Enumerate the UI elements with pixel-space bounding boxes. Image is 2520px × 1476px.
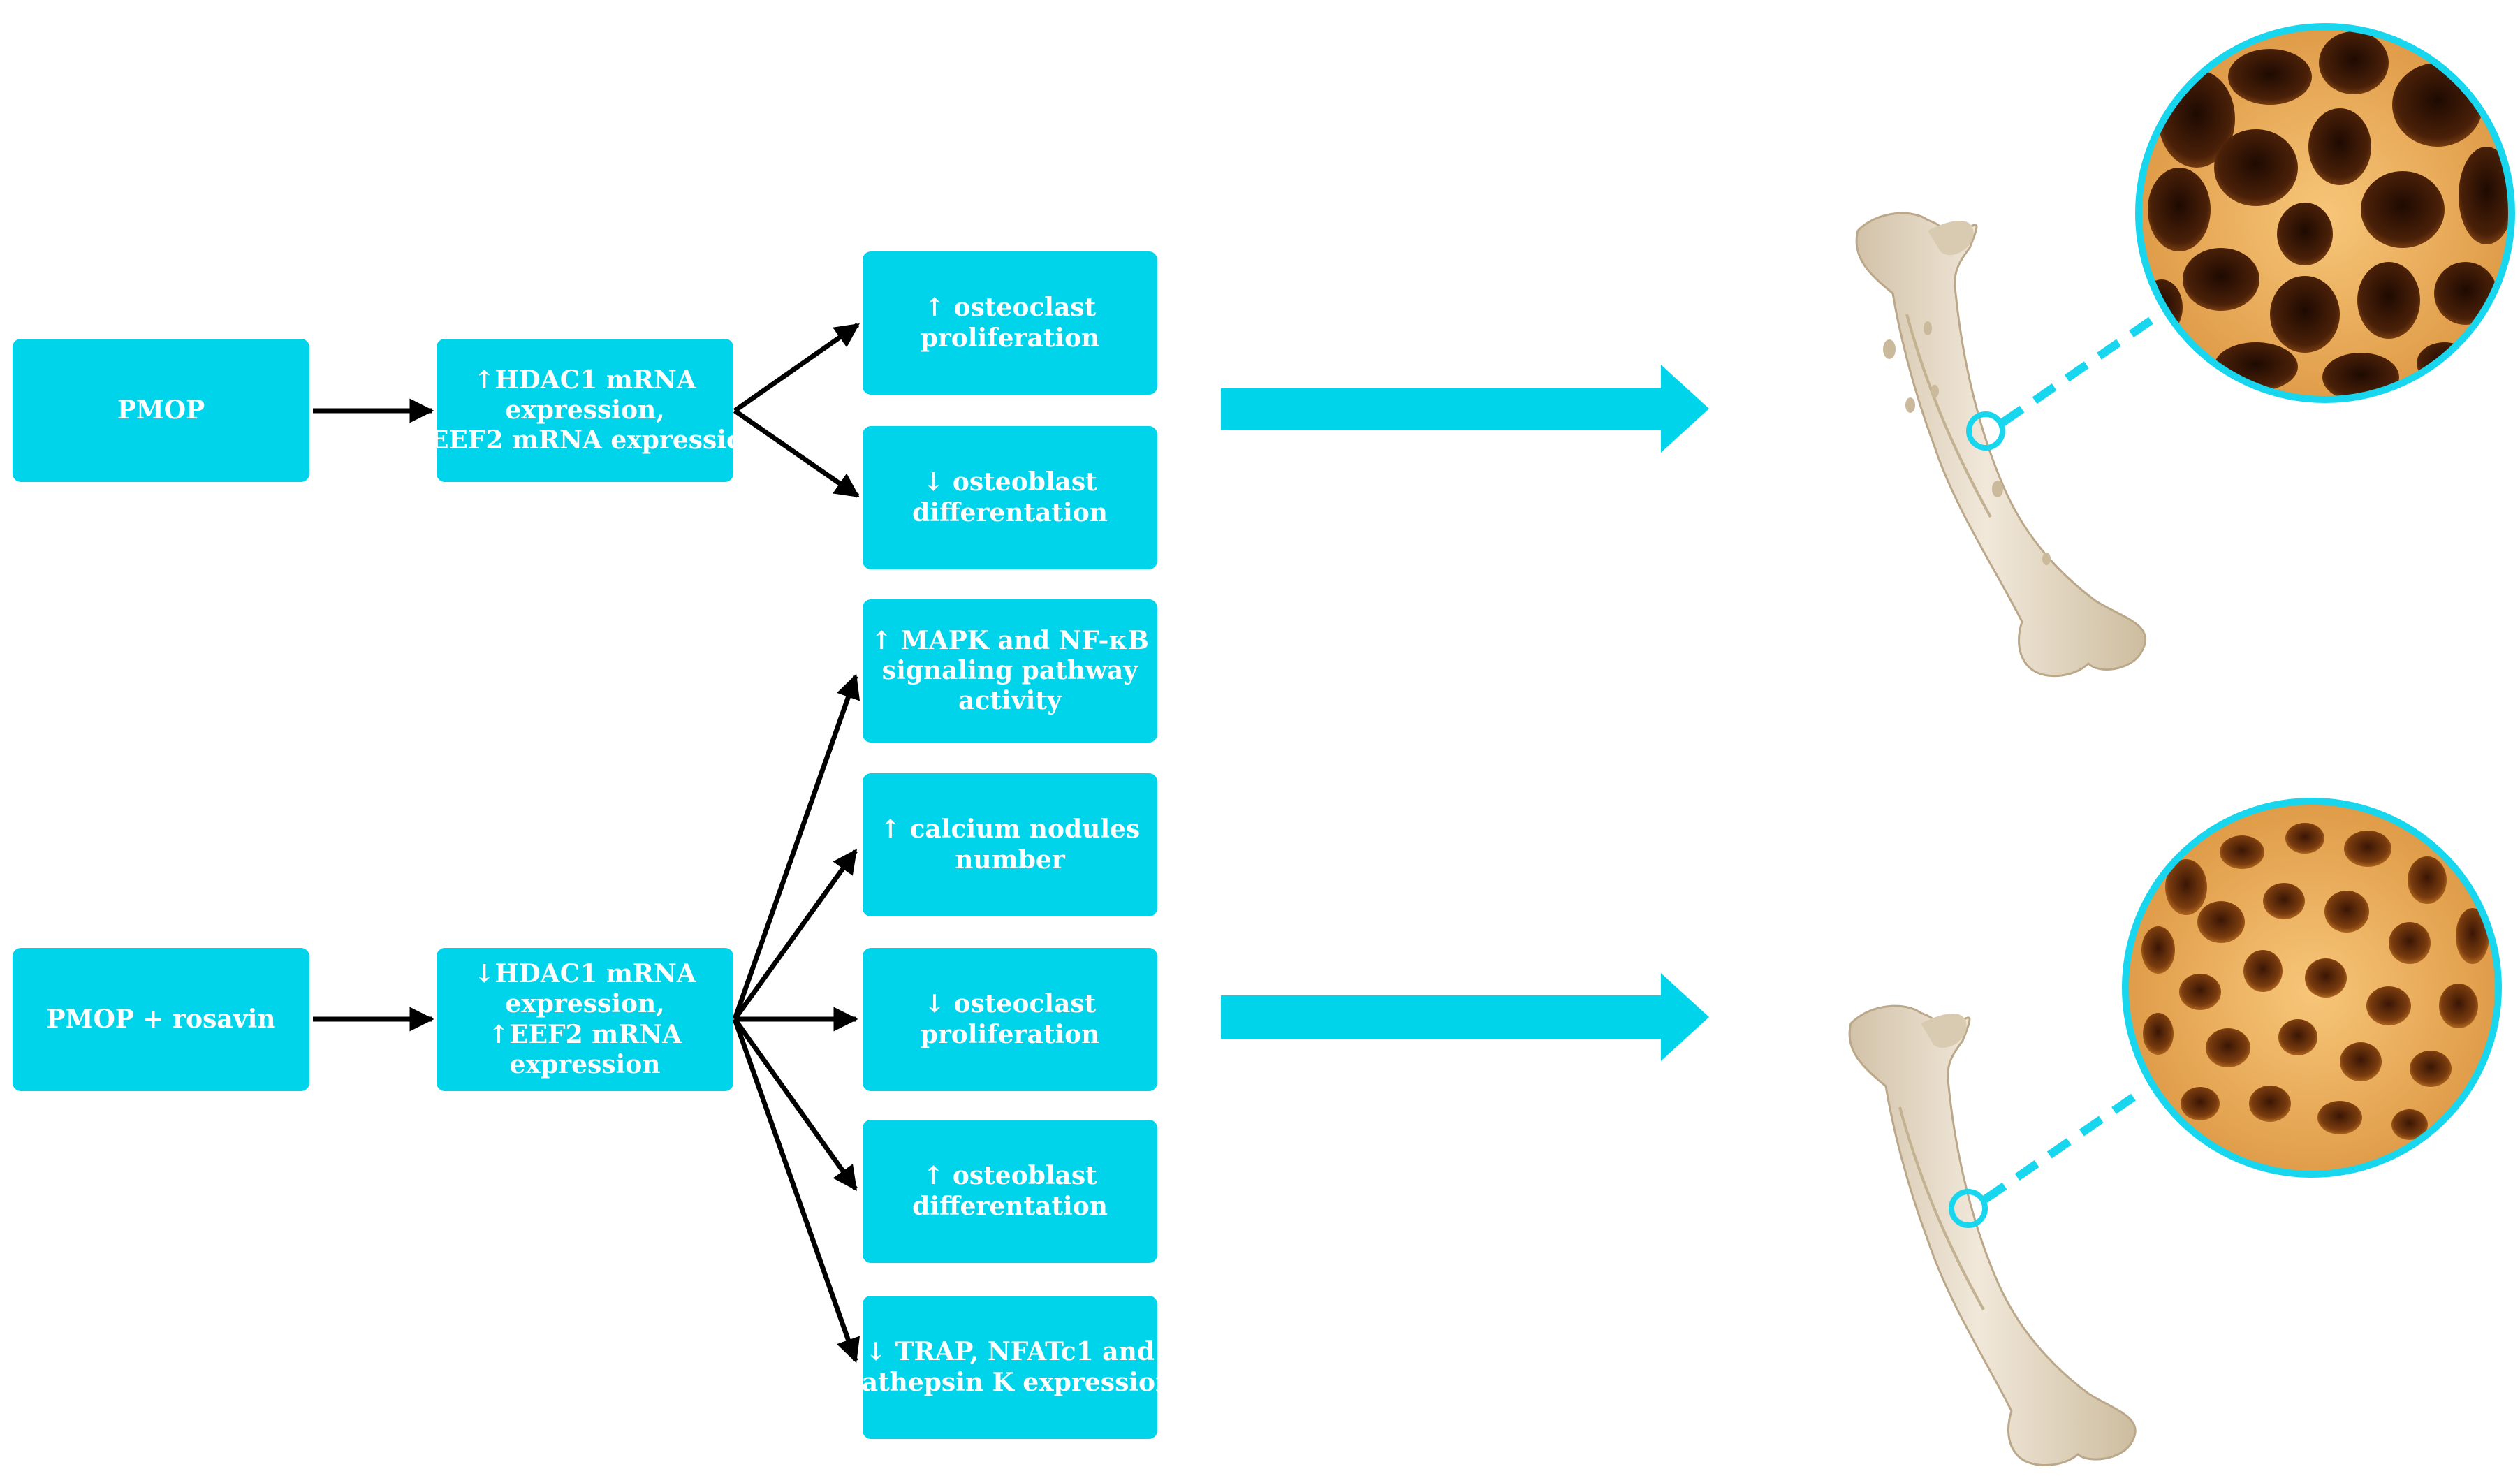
big-arrow-bottom — [1221, 973, 1709, 1061]
dense-bone-magnified-icon — [2122, 798, 2502, 1178]
outcome-line: ↑ osteoclast — [923, 293, 1097, 323]
mediator-line: ↑HDAC1 mRNA — [474, 365, 696, 395]
mediator-line: expression, — [505, 989, 665, 1019]
outcome-box-osteoclast-up: ↑ osteoclast proliferation — [863, 251, 1157, 395]
arrow-mediator-to-outcome-1a — [733, 323, 860, 413]
outcome-line: ↑ MAPK and NF-κB — [871, 625, 1149, 655]
outcome-line: cathepsin K expression — [846, 1367, 1174, 1397]
outcome-box-trap-nfatc1: ↓ TRAP, NFATc1 and cathepsin K expressio… — [847, 1296, 1173, 1439]
outcome-line: differentation — [912, 1191, 1108, 1221]
outcome-line: proliferation — [920, 323, 1100, 353]
outcome-line: ↓ TRAP, NFATc1 and — [865, 1337, 1155, 1367]
zoom-marker-top — [1966, 411, 2005, 451]
arrow-mediator-to-outcome-2d — [733, 1017, 858, 1191]
input-label: PMOP — [117, 395, 205, 425]
outcome-line: ↑ osteoblast — [923, 1161, 1097, 1191]
mediator-line: ↓HDAC1 mRNA — [474, 959, 696, 989]
outcome-box-osteoclast-down: ↓ osteoclast proliferation — [863, 948, 1157, 1091]
outcome-line: ↓ osteoblast — [923, 467, 1097, 497]
outcome-box-osteoblast-down: ↓ osteoblast differentation — [863, 426, 1157, 569]
outcome-line: signaling pathway — [881, 655, 1138, 685]
big-arrow-top — [1221, 365, 1709, 453]
zoom-leader-bottom — [1982, 1086, 2147, 1203]
outcome-line: ↑ calcium nodules — [879, 814, 1141, 845]
arrow-mediator-to-outcome-2e — [732, 1018, 860, 1364]
zoom-marker-bottom — [1949, 1189, 1988, 1228]
porous-bone-magnified-icon — [2135, 23, 2515, 403]
femur-bone-icon — [1855, 212, 2147, 678]
zoom-leader-top — [2000, 314, 2158, 426]
mediator-line: expression — [509, 1049, 661, 1079]
outcome-line: proliferation — [920, 1019, 1100, 1049]
mediator-line: ↑EEF2 mRNA — [488, 1019, 682, 1049]
outcome-line: number — [955, 845, 1065, 875]
outcome-box-osteoblast-up: ↑ osteoblast differentation — [863, 1120, 1157, 1263]
arrow-mediator-to-outcome-1b — [733, 409, 860, 498]
arrow-mediator-to-outcome-2a — [732, 673, 860, 1021]
outcome-line: activity — [958, 686, 1062, 716]
outcome-box-calcium-nodules: ↑ calcium nodules number — [863, 773, 1157, 916]
input-box-pmop: PMOP — [13, 339, 309, 482]
arrow-mediator-to-outcome-2b — [733, 849, 858, 1021]
input-label: PMOP + rosavin — [46, 1004, 276, 1034]
mediator-line: expression, — [505, 395, 665, 425]
mediator-line: ↓EEF2 mRNA expression — [408, 425, 762, 455]
mediator-box-pmop: ↑HDAC1 mRNA expression, ↓EEF2 mRNA expre… — [409, 339, 761, 482]
outcome-box-mapk-nfkb: ↑ MAPK and NF-κB signaling pathway activ… — [863, 599, 1157, 743]
input-box-pmop-rosavin: PMOP + rosavin — [13, 948, 309, 1091]
outcome-line: ↓ osteoclast — [923, 989, 1097, 1019]
mediator-box-pmop-rosavin: ↓HDAC1 mRNA expression, ↑EEF2 mRNA expre… — [437, 948, 733, 1091]
femur-bone-icon — [1848, 1004, 2137, 1466]
outcome-line: differentation — [912, 497, 1108, 527]
